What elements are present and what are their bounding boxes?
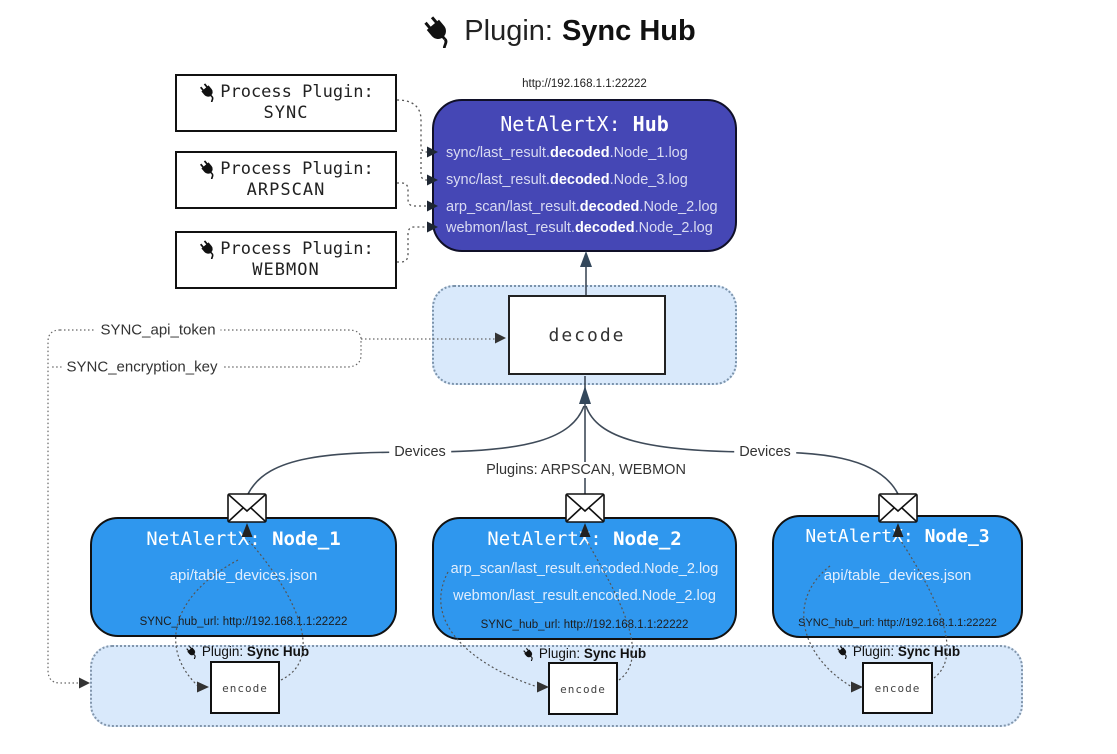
node-hub-url: SYNC_hub_url: http://192.168.1.1:22222 (480, 619, 689, 631)
hub-title-name: Hub (632, 112, 669, 136)
node-file: webmon/last_result.encoded.Node_2.log (453, 588, 716, 604)
hub-title-prefix: NetAlertX: (500, 112, 633, 136)
process-plugin-label: Process Plugin: (220, 239, 374, 259)
sync-encryption-key-label: SYNC_encryption_key (61, 358, 223, 376)
page-title-name: Sync Hub (561, 14, 696, 47)
node-title: NetAlertX: Node_2 (487, 528, 682, 550)
node-title: NetAlertX: Node_1 (146, 528, 341, 550)
process-plugin-webmon: Process Plugin: WEBMON (175, 231, 397, 289)
sync-hub-plugin-label: Plugin: Sync Hub (185, 644, 309, 659)
plugins-edge-label: Plugins: ARPSCAN, WEBMON (481, 462, 691, 478)
plug-icon (185, 645, 199, 659)
process-plugin-label: Process Plugin: (220, 159, 374, 179)
sync-hub-plugin-label: Plugin: Sync Hub (836, 644, 960, 659)
plug-icon (836, 645, 850, 659)
sync-hub-plugin-label: Plugin: Sync Hub (522, 646, 646, 661)
node-file: api/table_devices.json (169, 567, 318, 584)
process-plugin-arpscan: Process Plugin: ARPSCAN (175, 151, 397, 209)
devices-label-left: Devices (389, 444, 451, 460)
page-title: Plugin: Sync Hub (0, 14, 1117, 48)
node-3-box: NetAlertX: Node_3 api/table_devices.json… (772, 515, 1023, 638)
node-1-box: NetAlertX: Node_1 api/table_devices.json… (90, 517, 397, 637)
process-plugin-sync: Process Plugin: SYNC (175, 74, 397, 132)
hub-log-line: arp_scan/last_result.decoded.Node_2.log (446, 199, 718, 215)
node-hub-url: SYNC_hub_url: http://192.168.1.1:22222 (139, 616, 348, 628)
plug-icon (421, 14, 455, 48)
process-plugin-name: WEBMON (252, 260, 320, 280)
devices-label-right: Devices (734, 444, 796, 460)
encode-box-1: encode (210, 661, 280, 714)
plug-icon (198, 159, 218, 179)
node-file: api/table_devices.json (823, 567, 972, 584)
node-file: arp_scan/last_result.encoded.Node_2.log (450, 561, 719, 577)
process-plugin-label: Process Plugin: (220, 82, 374, 102)
hub-url-label: http://192.168.1.1:22222 (522, 78, 647, 90)
node-title: NetAlertX: Node_3 (805, 526, 990, 547)
hub-log-line: webmon/last_result.decoded.Node_2.log (446, 220, 713, 236)
plug-icon (198, 82, 218, 102)
decode-box: decode (508, 295, 666, 375)
process-plugin-name: ARPSCAN (246, 180, 326, 200)
page-title-prefix: Plugin: (464, 14, 553, 47)
encode-box-3: encode (862, 662, 933, 714)
plug-icon (198, 239, 218, 259)
process-plugin-name: SYNC (263, 103, 309, 123)
encode-box-2: encode (548, 662, 618, 715)
hub-log-line: sync/last_result.decoded.Node_1.log (446, 145, 688, 161)
node-2-box: NetAlertX: Node_2 arp_scan/last_result.e… (432, 517, 737, 640)
plug-icon (522, 647, 536, 661)
sync-api-token-label: SYNC_api_token (95, 321, 221, 339)
hub-log-line: sync/last_result.decoded.Node_3.log (446, 172, 688, 188)
hub-box: NetAlertX: Hub sync/last_result.decoded.… (432, 99, 737, 252)
hub-title: NetAlertX: Hub (434, 112, 735, 136)
plugin-to-hub-connectors (396, 99, 428, 263)
node-hub-url: SYNC_hub_url: http://192.168.1.1:22222 (798, 617, 997, 629)
